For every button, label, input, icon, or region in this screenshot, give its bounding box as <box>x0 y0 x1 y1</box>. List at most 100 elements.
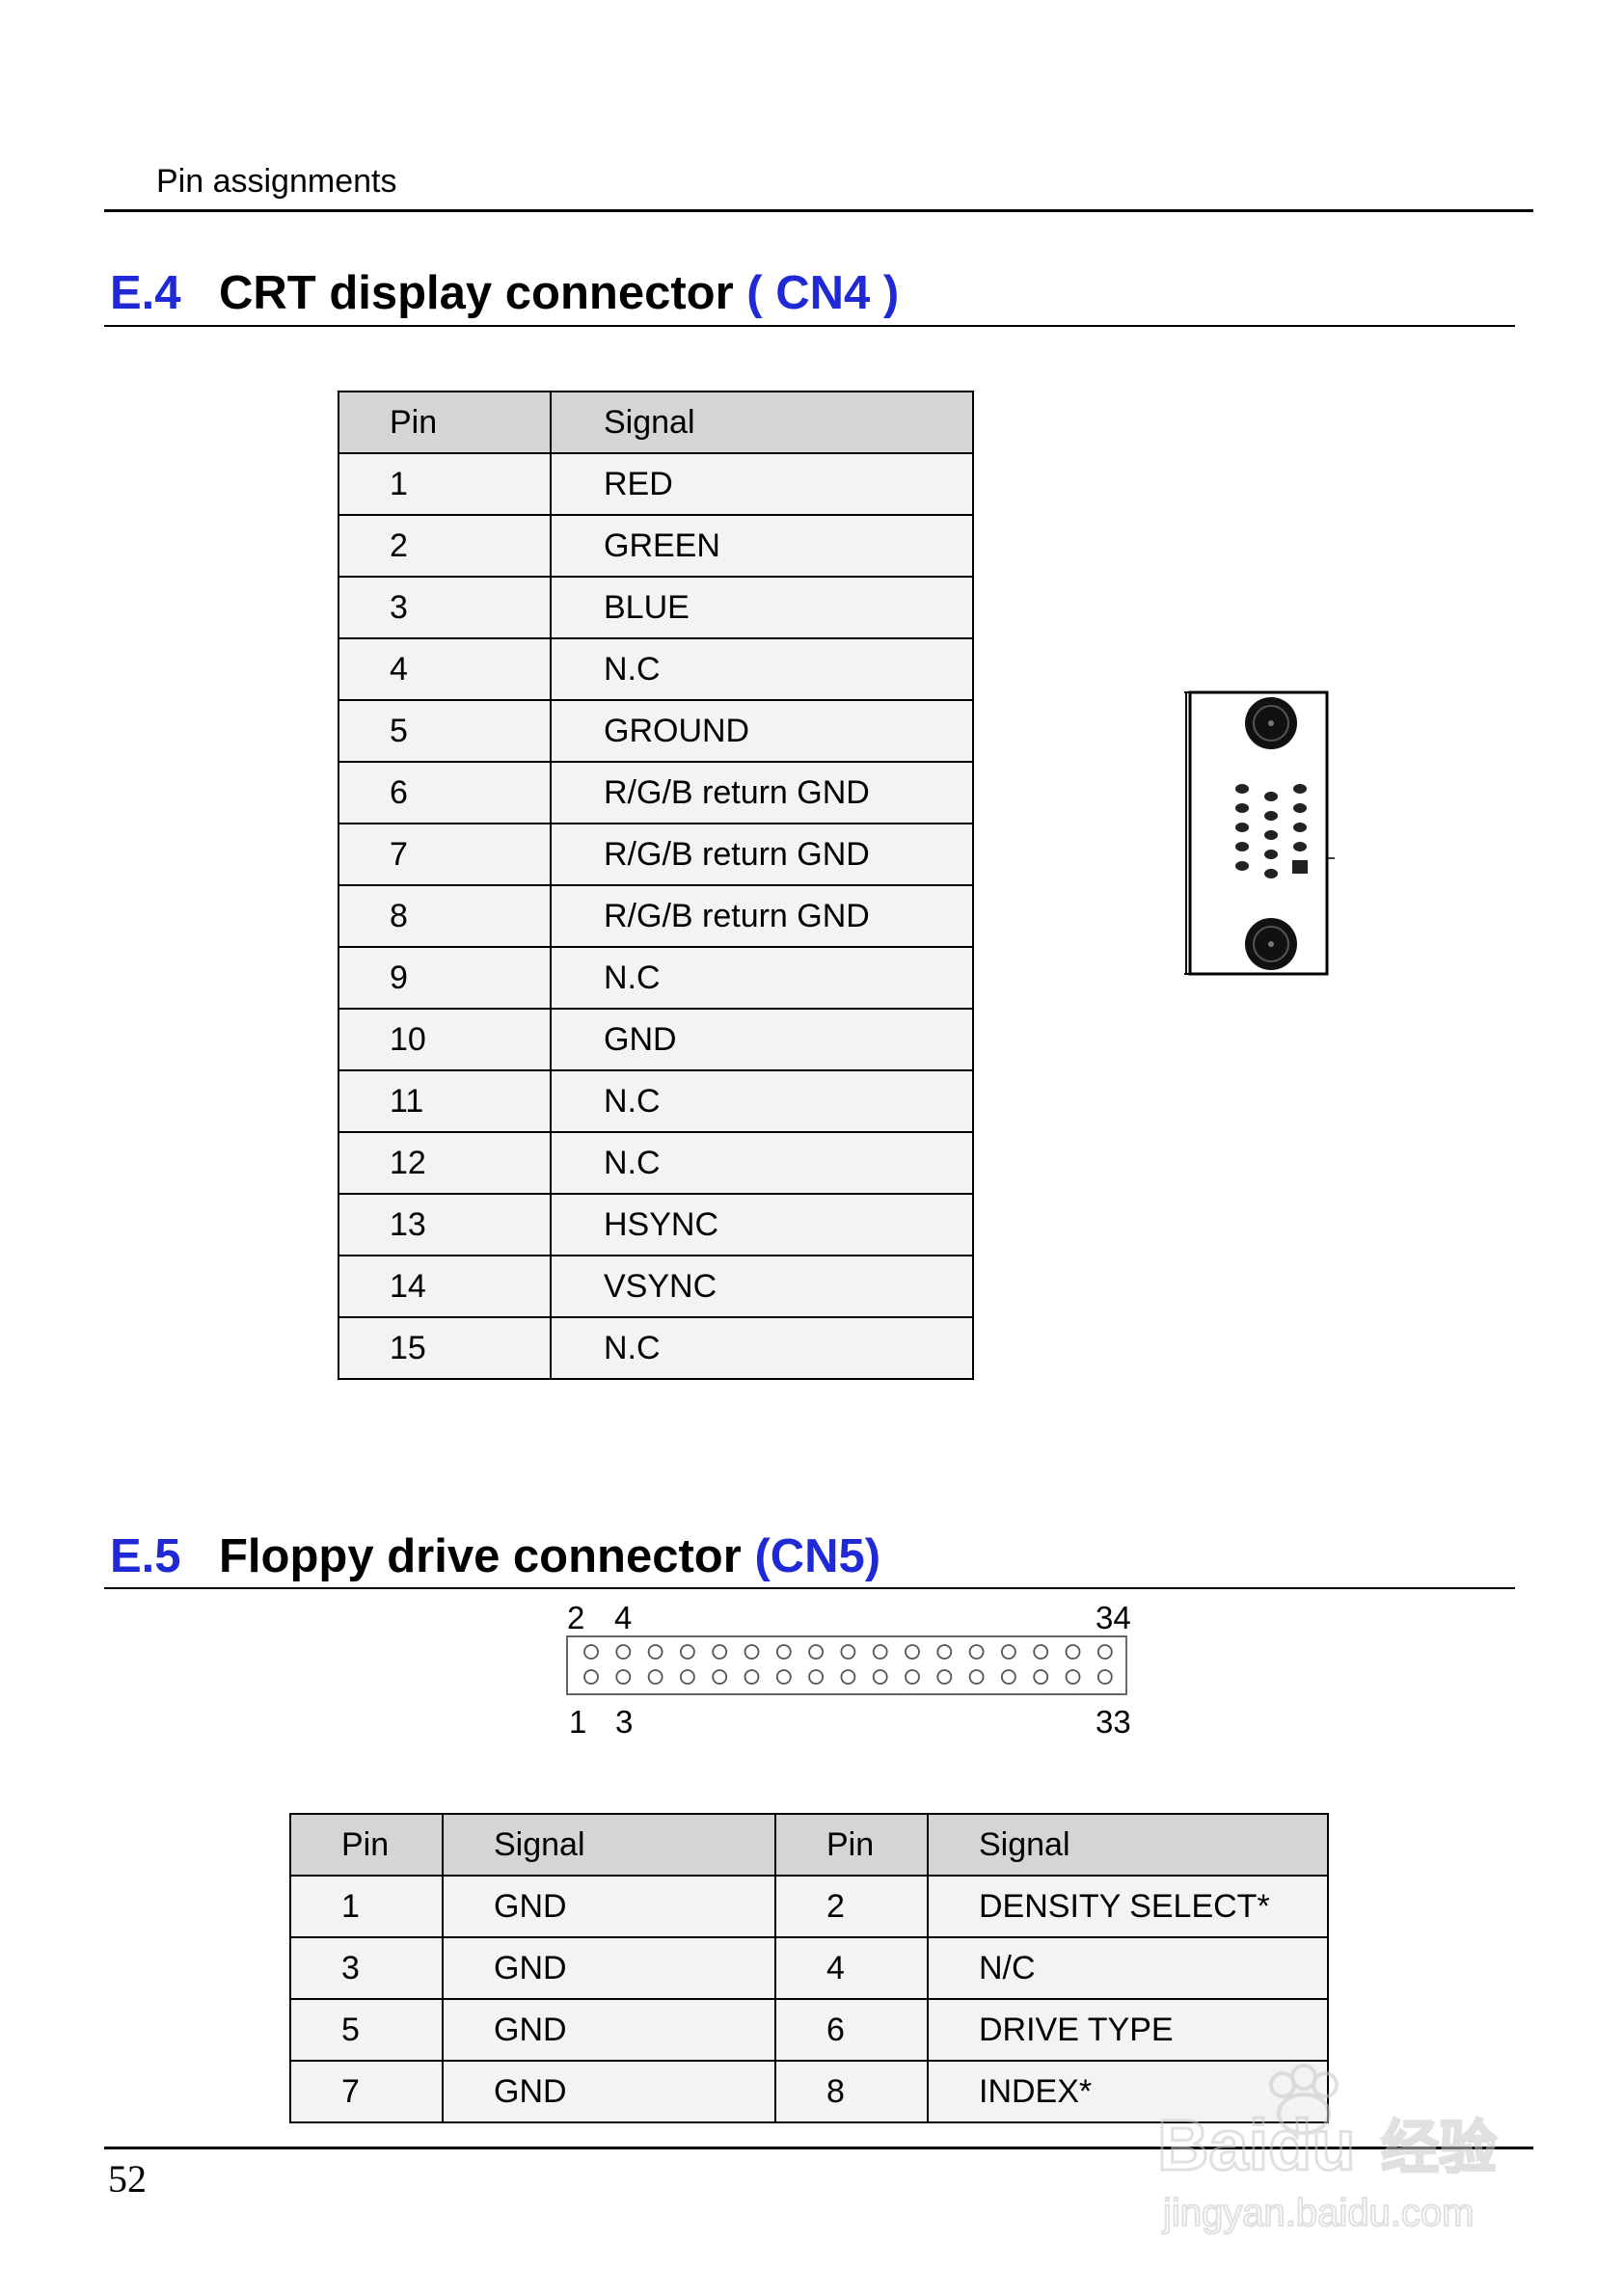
section-rule <box>104 325 1515 327</box>
pin-hole <box>775 1669 792 1685</box>
pin-cell: 14 <box>338 1255 552 1318</box>
running-header: Pin assignments <box>156 163 397 200</box>
vga-connector-icon <box>1184 690 1335 976</box>
connector-ref: (CN5) <box>754 1530 881 1582</box>
signal-cell: R/G/B return GND <box>550 884 974 948</box>
signal-cell: GND <box>442 2060 776 2123</box>
pin-cell: 1 <box>289 1875 444 1938</box>
watermark-url: jingyan.baidu.com <box>1162 2192 1474 2234</box>
signal-cell: GND <box>442 1936 776 2000</box>
pin-cell: 6 <box>338 761 552 824</box>
signal-cell: R/G/B return GND <box>550 823 974 886</box>
table-header-row: Pin Signal Pin Signal <box>289 1813 1329 1877</box>
pin-hole <box>775 1644 792 1660</box>
signal-cell: N.C <box>550 946 974 1010</box>
pin-hole <box>872 1669 888 1685</box>
pin-hole <box>936 1644 953 1660</box>
signal-cell: GND <box>442 1875 776 1938</box>
pin-hole <box>1065 1669 1081 1685</box>
pin-hole <box>615 1644 632 1660</box>
pin-hole <box>968 1669 985 1685</box>
pin-hole <box>1033 1644 1049 1660</box>
signal-cell: N.C <box>550 1316 974 1380</box>
pin-hole <box>905 1669 920 1685</box>
signal-cell: DENSITY SELECT* <box>927 1875 1329 1938</box>
header-rule <box>104 209 1533 212</box>
pin-cell: 1 <box>338 452 552 516</box>
pin-cell: 8 <box>774 2060 929 2123</box>
signal-cell: N.C <box>550 637 974 701</box>
pin-cell: 7 <box>289 2060 444 2123</box>
connector-ref: ( CN4 ) <box>746 267 900 319</box>
column-header: Signal <box>550 391 974 454</box>
pin-hole <box>744 1644 760 1660</box>
watermark-brand: Baidu <box>1157 2105 1356 2185</box>
pin-hole <box>1065 1644 1081 1660</box>
pin-cell: 5 <box>289 1998 444 2062</box>
signal-cell: R/G/B return GND <box>550 761 974 824</box>
pin-cell: 9 <box>338 946 552 1010</box>
column-header: Pin <box>338 391 552 454</box>
footer-rule <box>104 2147 1533 2149</box>
section-title: CRT display connector <box>219 267 734 319</box>
pin-hole <box>1000 1669 1016 1685</box>
pin-label: 1 <box>569 1704 587 1740</box>
pin-cell: 8 <box>338 884 552 948</box>
signal-cell: VSYNC <box>550 1255 974 1318</box>
column-header: Pin <box>774 1813 929 1877</box>
pin-hole <box>808 1644 825 1660</box>
signal-cell: BLUE <box>550 576 974 639</box>
pin-hole <box>744 1669 760 1685</box>
pin-hole <box>583 1669 599 1685</box>
pin-hole <box>583 1644 599 1660</box>
pin-label: 3 <box>615 1704 634 1740</box>
signal-cell: RED <box>550 452 974 516</box>
baidu-watermark-logo: Baidu 经验 jingyan.baidu.com <box>1157 2064 1498 2235</box>
pin-hole <box>615 1669 632 1685</box>
watermark-brand-cn: 经验 <box>1381 2115 1497 2182</box>
pin-hole <box>872 1644 888 1660</box>
pin-cell: 11 <box>338 1069 552 1133</box>
signal-cell: DRIVE TYPE <box>927 1998 1329 2062</box>
pin-hole <box>840 1669 856 1685</box>
pin-hole <box>968 1644 985 1660</box>
pin-label: 4 <box>614 1600 633 1635</box>
signal-cell: HSYNC <box>550 1193 974 1256</box>
pin-cell: 10 <box>338 1008 552 1071</box>
pin-cell: 5 <box>338 699 552 763</box>
pin-hole <box>808 1669 825 1685</box>
pin-hole <box>1096 1669 1113 1685</box>
signal-cell: N.C <box>550 1069 974 1133</box>
pin-cell: 4 <box>338 637 552 701</box>
pin-hole <box>905 1644 920 1660</box>
signal-cell: GND <box>442 1998 776 2062</box>
column-header: Pin <box>289 1813 444 1877</box>
section-title: Floppy drive connector <box>219 1530 742 1582</box>
pin-hole <box>712 1644 728 1660</box>
pin-cell: 2 <box>774 1875 929 1938</box>
pin-cell: 2 <box>338 514 552 578</box>
section-rule <box>104 1587 1515 1589</box>
column-header: Signal <box>927 1813 1329 1877</box>
pin-hole <box>1000 1644 1016 1660</box>
signal-cell: INDEX* <box>927 2060 1329 2123</box>
pin-cell: 4 <box>774 1936 929 2000</box>
signal-cell: N/C <box>927 1936 1329 2000</box>
pin-hole <box>647 1669 663 1685</box>
